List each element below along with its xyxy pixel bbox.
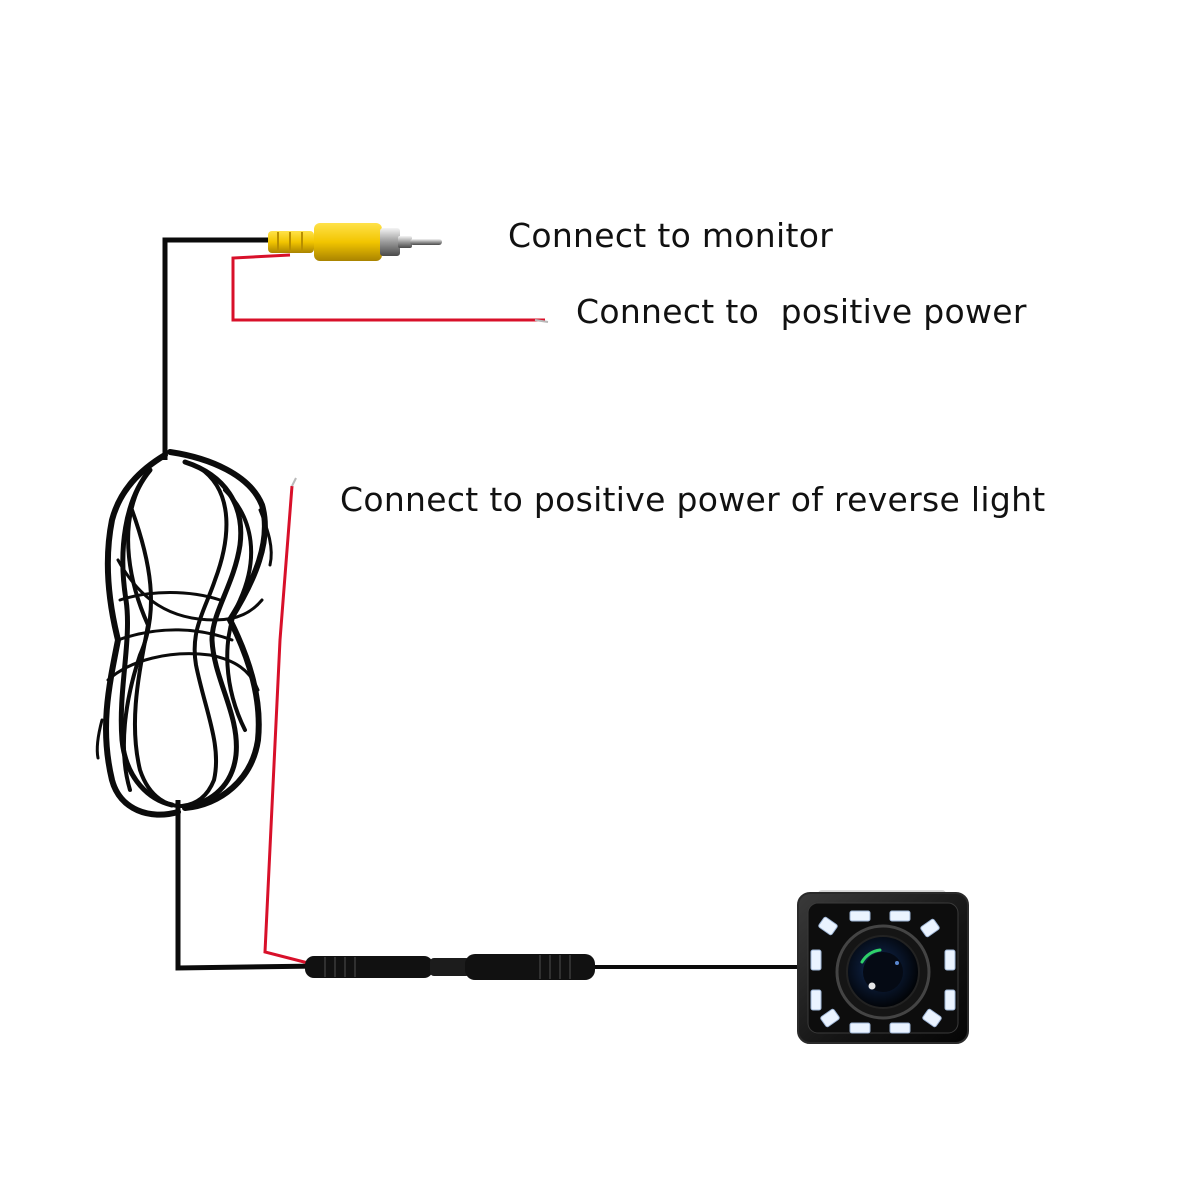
inline-connector-icon — [305, 954, 595, 980]
power-wires — [231, 253, 545, 966]
coiled-cable-icon — [95, 449, 273, 818]
rca-plug-icon — [268, 223, 442, 261]
label-connect-reverse-light: Connect to positive power of reverse lig… — [340, 480, 1046, 519]
bare-wire-tips — [291, 319, 549, 487]
label-connect-monitor: Connect to monitor — [508, 216, 834, 255]
main-cable — [162, 237, 800, 971]
label-connect-positive-power: Connect to positive power — [576, 292, 1027, 331]
backup-camera-icon — [797, 890, 969, 1044]
